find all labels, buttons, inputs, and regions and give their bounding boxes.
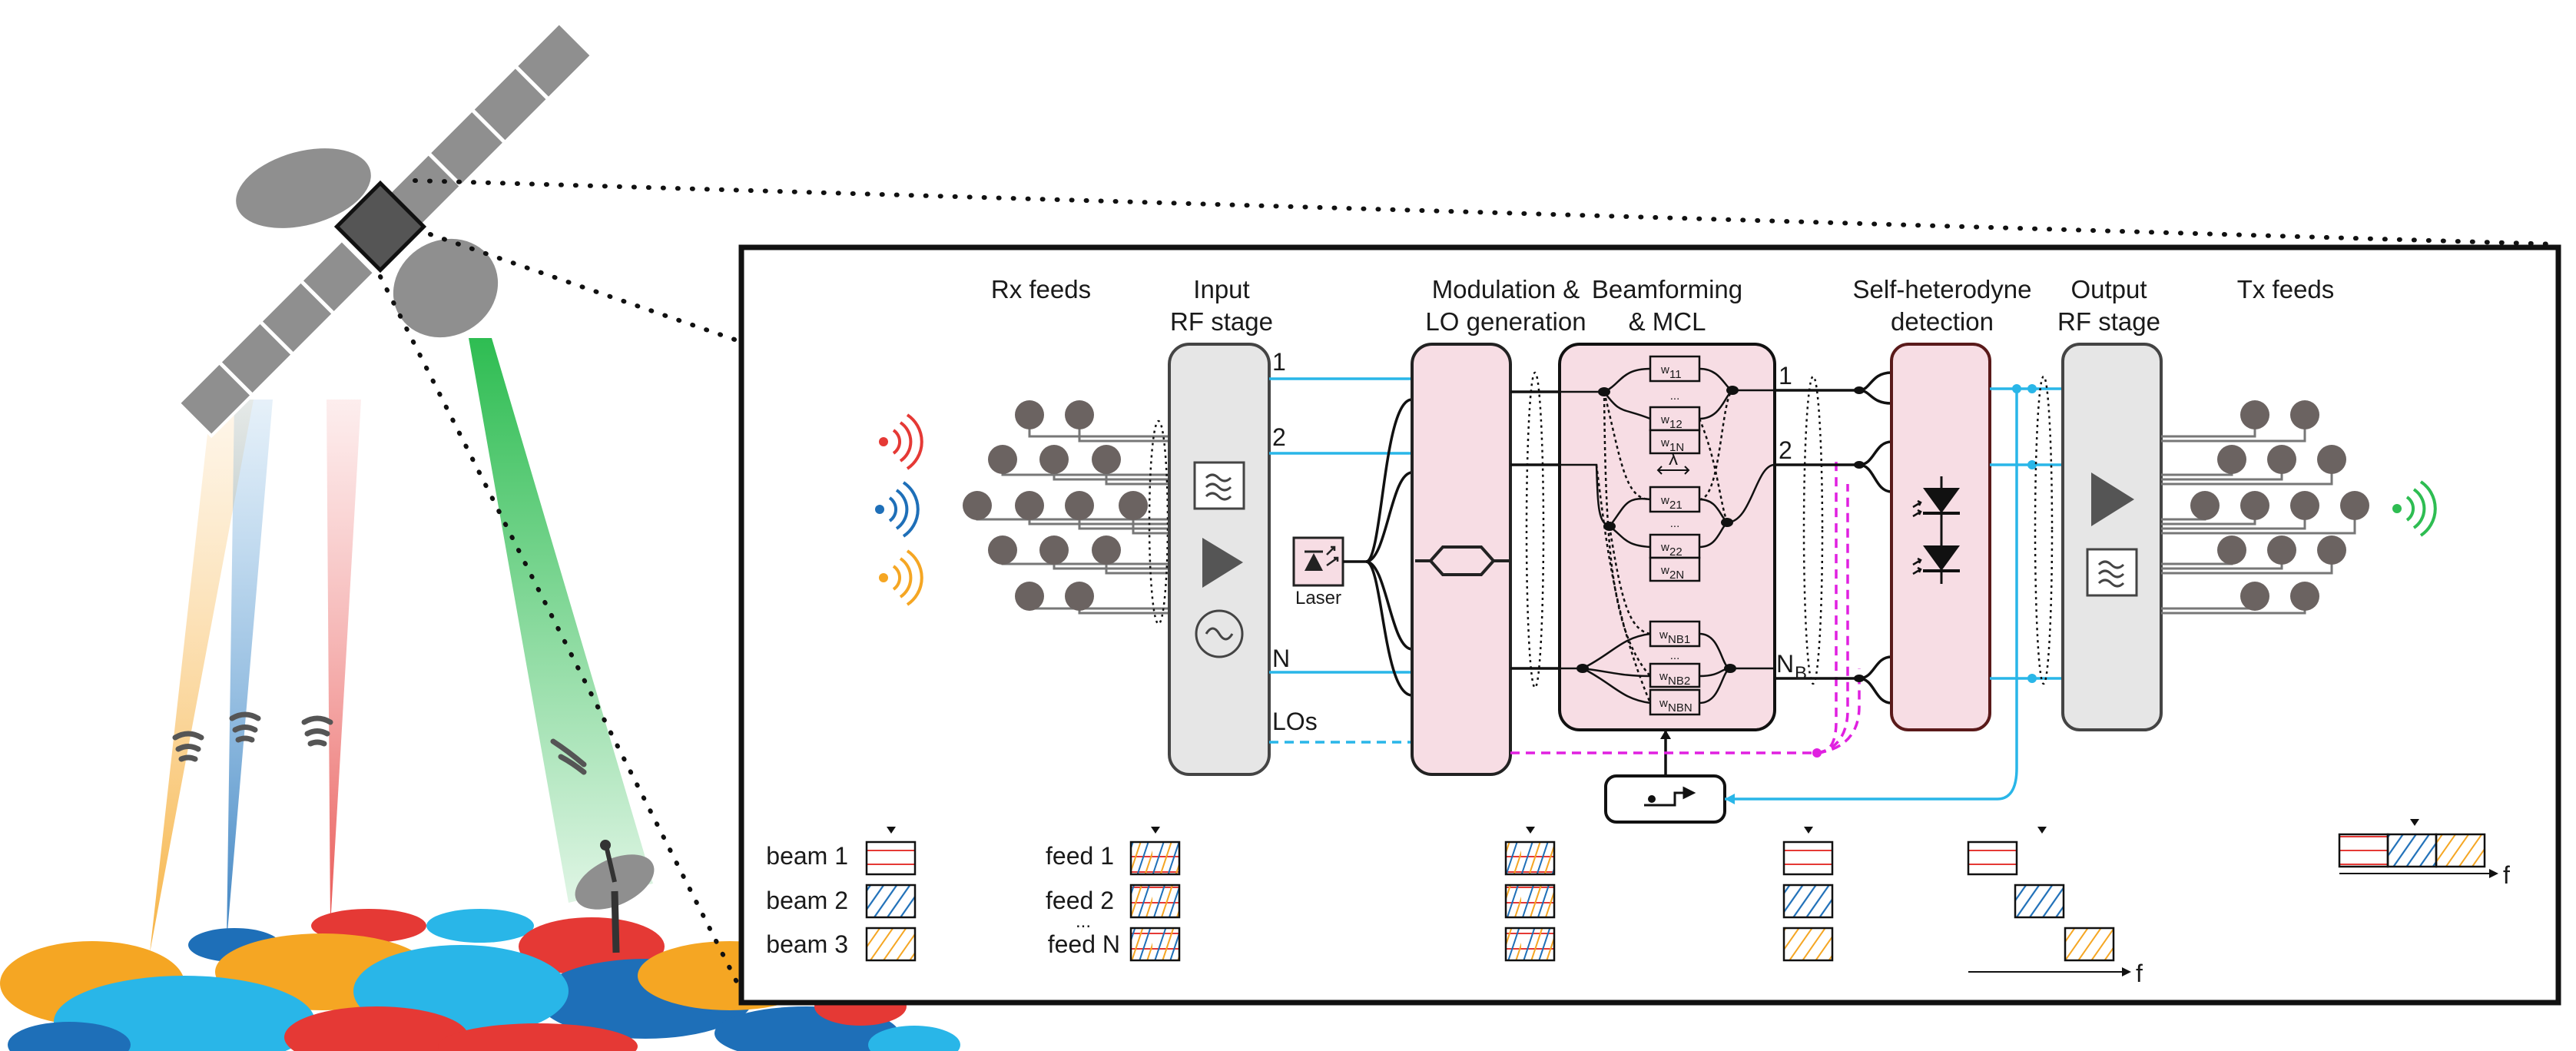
laser-icon: Laser (1292, 536, 1344, 608)
svg-text:NBN: NBN (1668, 701, 1692, 714)
channel-1-label: 1 (1272, 348, 1286, 376)
svg-text:NB1: NB1 (1668, 633, 1690, 646)
output-rf-stage-block (2061, 343, 2163, 731)
det-to-output-lines (1990, 387, 2063, 680)
header-output-rf-2: RF stage (2057, 307, 2160, 336)
weight-wnb2: w NB2 (1649, 662, 1701, 688)
beam-legend: beam 1 beam 2 beam 3 (766, 827, 917, 962)
self-heterodyne-block (1890, 343, 1991, 731)
cyan-arrowhead (1725, 794, 1735, 804)
tx-feed-array (2161, 400, 2437, 615)
weight-dots-3: ... (1670, 649, 1680, 662)
beam-2-label: beam 2 (766, 887, 848, 914)
header-tx-feeds: Tx feeds (2237, 275, 2335, 303)
feed-dots-label: ... (1076, 911, 1091, 932)
freq-label-1: f (2136, 960, 2143, 987)
beam-3-label: beam 3 (766, 930, 848, 958)
beam-3-swatch (865, 927, 917, 962)
svg-text:w: w (1659, 670, 1668, 683)
svg-text:11: 11 (1669, 368, 1682, 381)
svg-text:12: 12 (1669, 418, 1683, 431)
weight-boxes: w 11 ... w 12 w 1N w 21 ... w 22 w 2N (1649, 355, 1701, 716)
svg-text:NB2: NB2 (1668, 675, 1690, 688)
earth-coverage (0, 909, 960, 1051)
incoming-signal-icons (875, 413, 923, 606)
weight-w2n: w 2N (1649, 556, 1701, 582)
svg-text:w: w (1660, 564, 1669, 577)
weight-w1n: w 1N (1649, 429, 1701, 455)
mod-to-bf-lines (1510, 371, 1560, 689)
freq-label-2: f (2503, 861, 2510, 889)
laser-fanout (1343, 398, 1413, 697)
header-input-rf-1: Input (1193, 275, 1249, 303)
det-output-bracket (2034, 375, 2054, 685)
channel-n-label: N (1272, 645, 1290, 672)
magenta-junction (1812, 748, 1822, 758)
header-self-het-1: Self-heterodyne (1853, 275, 2032, 303)
svg-text:w: w (1660, 363, 1669, 376)
controller-box (1604, 730, 1726, 824)
weight-w11: w 11 (1649, 355, 1701, 383)
out-channel-2-label: 2 (1779, 436, 1792, 464)
svg-text:w: w (1660, 541, 1669, 554)
output-spectrum: f (2338, 819, 2510, 889)
svg-text:w: w (1660, 494, 1669, 507)
svg-text:1N: 1N (1669, 441, 1684, 454)
svg-text:w: w (1659, 628, 1668, 642)
weight-wnbn: w NBN (1649, 688, 1701, 716)
los-label: LOs (1272, 708, 1318, 735)
user-terminal-icons (172, 711, 587, 775)
out-channel-1-label: 1 (1779, 362, 1792, 390)
input-channel-labels: 1 2 N LOs (1272, 348, 1318, 735)
svg-text:w: w (1660, 436, 1669, 449)
out-channel-nb-subscript: B (1795, 663, 1807, 684)
header-beamforming-2: & MCL (1629, 307, 1706, 336)
svg-text:22: 22 (1669, 545, 1683, 559)
zoom-lines (378, 178, 2561, 993)
feed-2-label: feed 2 (1046, 887, 1114, 914)
downlink-beams (150, 338, 653, 953)
stage-headers: Rx feeds Input RF stage Modulation & LO … (991, 275, 2334, 336)
input-rf-stage-block (1168, 343, 1271, 776)
weight-w21: w 21 (1649, 486, 1701, 513)
weight-w12: w 12 (1649, 406, 1701, 432)
det-output-dots (2012, 384, 2037, 683)
svg-text:21: 21 (1669, 499, 1683, 512)
header-modulation-2: LO generation (1425, 307, 1586, 336)
satellite-icon (176, 21, 594, 439)
feed-n-label: feed N (1048, 930, 1120, 958)
beamformed-spectra (1782, 827, 1834, 962)
beam-1-label: beam 1 (766, 842, 848, 870)
weight-dots-2: ... (1670, 517, 1680, 530)
modulation-block (1411, 343, 1512, 776)
weight-wnb1: w NB1 (1649, 620, 1701, 648)
modulated-spectra (1504, 827, 1556, 962)
header-rx-feeds: Rx feeds (991, 275, 1091, 303)
header-input-rf-2: RF stage (1170, 307, 1273, 336)
svg-text:w: w (1659, 697, 1668, 710)
header-self-het-2: detection (1891, 307, 1994, 336)
laser-label: Laser (1295, 588, 1341, 608)
svg-text:w: w (1660, 413, 1669, 426)
rx-feed-array (963, 400, 1169, 625)
svg-text:2N: 2N (1669, 569, 1684, 582)
weight-dots-1: ... (1670, 390, 1680, 403)
detected-spectra: f (1967, 827, 2143, 987)
feed-spectra: feed 1 feed 2 ... feed N (1046, 827, 1181, 962)
weight-w22: w 22 (1649, 533, 1701, 559)
output-channel-labels: 1 2 N B (1776, 362, 1807, 684)
ground-station-dish-icon (575, 840, 655, 953)
bf-output-dots (1854, 386, 1865, 682)
feed-1-label: feed 1 (1046, 842, 1114, 870)
out-channel-nb-label: N (1776, 650, 1794, 678)
header-modulation-1: Modulation & (1432, 275, 1580, 303)
header-output-rf-1: Output (2070, 275, 2147, 303)
header-beamforming-1: Beamforming (1592, 275, 1742, 303)
channel-2-label: 2 (1272, 423, 1286, 451)
beam-1-swatch (865, 840, 917, 876)
beam-2-swatch (865, 884, 917, 919)
